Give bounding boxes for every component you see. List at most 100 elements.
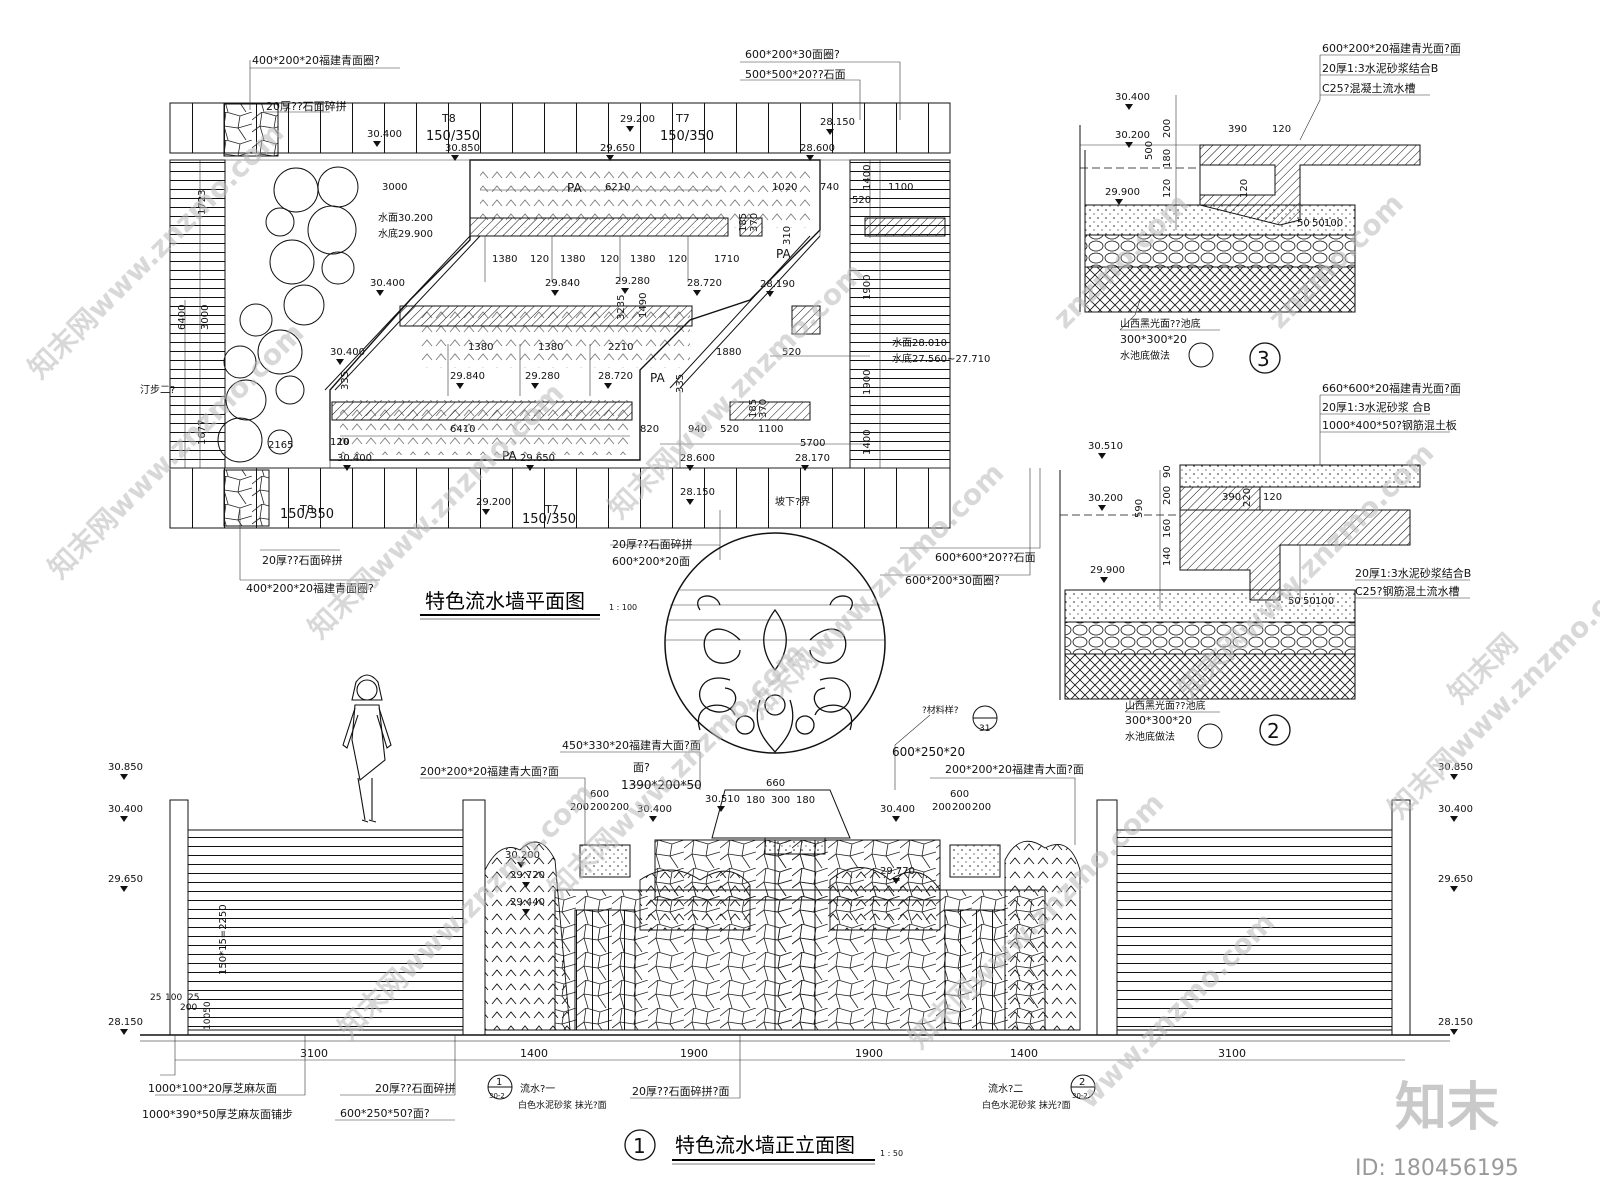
sec3-level-label: 30.400 — [1115, 92, 1150, 103]
elev-callout-text: ?材料样? — [922, 704, 959, 716]
plan-dimension-label: 5700 — [800, 438, 825, 449]
plan-elevation-label: 30.400 — [370, 278, 405, 289]
plan-dimension-label: 6210 — [605, 182, 630, 193]
plan-label-bottom-mid-1: 20厚??石面碎拼 — [612, 537, 693, 551]
elev-level-label: 28.150 — [1438, 1017, 1473, 1028]
elev-dimension-top: 200 — [570, 802, 589, 813]
plan-view: 400*200*20福建青面圈? 20厚??石面碎拼 600*200*30面圈?… — [140, 48, 1041, 620]
plan-dimension-label: 6400 — [177, 305, 188, 330]
elev-label-mid-base-2: 600*250*50?面? — [340, 1107, 430, 1120]
elev-level-label: 29.770 — [880, 866, 915, 877]
plan-label-bottom-right-1: 600*600*20??石面 — [935, 551, 1036, 564]
plan-elevation-label: 29.650 — [520, 453, 555, 464]
elev-level-label: 30.850 — [1438, 762, 1473, 773]
plan-dimension-label: 335 — [340, 371, 351, 390]
sec2-bottom-2: 300*300*20 — [1125, 714, 1192, 727]
svg-text:1 : 50: 1 : 50 — [880, 1149, 903, 1158]
plan-dimension-label: 940 — [688, 424, 707, 435]
elev-level-label: 30.400 — [108, 804, 143, 815]
sec2-dimension: 140 — [1162, 547, 1173, 566]
sec3-label-3: C25?混凝土流水槽 — [1322, 81, 1416, 95]
plan-elevation-labels: 30.400 30.850 29.200 29.650 28.150 28.600 29.8… — [330, 114, 855, 515]
sec2-dimension: 590 — [1134, 499, 1145, 518]
elev-dimension-top: 200 — [590, 802, 609, 813]
plan-pa-2: PA — [776, 247, 791, 261]
plan-dimension-label: 3000 — [382, 182, 407, 193]
plan-elevation-label: 29.200 — [476, 497, 511, 508]
plan-dimension-label: 520 — [720, 424, 739, 435]
elev-dimension-bottom: 3100 — [300, 1047, 328, 1060]
plan-elevation-label: 30.400 — [367, 129, 402, 140]
sec2-number: 2 — [1267, 719, 1280, 743]
elev-dimension-top: 200 — [610, 802, 629, 813]
sec2-level-label: 29.900 — [1090, 565, 1125, 576]
elev-center-pier — [774, 839, 816, 1031]
sec2-level-label: 30.510 — [1088, 441, 1123, 452]
elev-label-pool-2: 流水?二 — [988, 1082, 1023, 1095]
elev-cap-left — [579, 844, 631, 878]
plan-dimension-label: 3235 — [616, 295, 627, 320]
sec3-dimension: 50 — [1297, 218, 1310, 229]
plan-dimension-label: 185 — [738, 213, 749, 232]
elev-left-wall — [184, 829, 466, 1031]
elev-ref-right: 2 — [1079, 1077, 1085, 1088]
plan-wall-1 — [469, 217, 729, 237]
plan-elevation-label: 28.150 — [680, 487, 715, 498]
plan-elevation-label: 28.600 — [680, 453, 715, 464]
sec3-level-label: 30.200 — [1115, 130, 1150, 141]
plan-dimension-label: 1380 — [560, 254, 585, 265]
plan-dimension-label: 1380 — [538, 342, 563, 353]
plan-dimension-label: 6410 — [450, 424, 475, 435]
elev-cap-right — [949, 844, 1001, 878]
plan-elevation-label: 30.400 — [330, 347, 365, 358]
elev-dimension-side: 10050 — [203, 1001, 213, 1030]
plan-elevation-label: 29.650 — [600, 143, 635, 154]
sec3-dimension: 200 — [1162, 119, 1173, 138]
plan-elevation-label: 28.190 — [760, 279, 795, 290]
plan-dimension-label: 1100 — [888, 182, 913, 193]
plan-label-bottom-left-2: 400*200*20福建青面圈? — [246, 581, 374, 595]
plan-elevation-label: 28.720 — [598, 371, 633, 382]
plan-dimension-label: 10 — [337, 437, 350, 448]
sec3-bottom-3: 水池底做法 — [1120, 349, 1170, 362]
elev-label-right-tile: 200*200*20福建青大面?面 — [945, 762, 1084, 776]
elev-label-mid-base-1: 20厚??石面碎拼 — [375, 1081, 456, 1095]
elev-level-label: 29.440 — [510, 897, 545, 908]
elev-level-label: 30.400 — [1438, 804, 1473, 815]
sec3-label-1: 600*200*20福建青光面?面 — [1322, 41, 1461, 55]
sec2-dimension: 120 — [1263, 492, 1282, 503]
plan-elevation-label: 29.280 — [615, 276, 650, 287]
plan-pa-1: PA — [567, 181, 582, 195]
sec3-bottom-1: 山西黑光面??池底 — [1120, 317, 1201, 330]
plan-dimension-label: 120 — [330, 437, 349, 448]
plan-dimension-label: 1880 — [716, 347, 741, 358]
plan-label-bottom-left-1: 20厚??石面碎拼 — [262, 553, 343, 567]
sec2-label-1: 660*600*20福建青光面?面 — [1322, 381, 1461, 395]
elev-label-center-base: 20厚??石面碎拼?面 — [632, 1084, 730, 1098]
elev-title: 特色流水墙正立面图 — [675, 1133, 855, 1157]
elev-dimension-bottom: 1900 — [680, 1047, 708, 1060]
sec2-dimension: 100 — [1315, 596, 1334, 607]
elev-level-label: 29.720 — [510, 870, 545, 881]
plan-elevation-label: 29.840 — [545, 278, 580, 289]
sec2-dimension: 50 — [1288, 596, 1301, 607]
elev-label-pool-2-sub: 白色水泥砂浆 抹光?面 — [982, 1099, 1071, 1111]
svg-text:1 : 100: 1 : 100 — [609, 603, 637, 612]
plan-dimension-label: 1710 — [714, 254, 739, 265]
elev-dimension-top: 200 — [952, 802, 971, 813]
plan-elevation-label: 30.850 — [445, 143, 480, 154]
sec2-dimension: 390 — [1222, 492, 1241, 503]
plan-step-t8-top: T8 — [441, 112, 456, 125]
sec3-dimension: 50 — [1312, 218, 1325, 229]
sec2-dimension: 200 — [1162, 486, 1173, 505]
plan-dimension-label: 120 — [530, 254, 549, 265]
plan-water-level-1: 水面30.200 — [378, 212, 433, 224]
plan-title: 特色流水墙平面图 — [425, 589, 585, 613]
sec3-label-2: 20厚1:3水泥砂浆结合B — [1322, 61, 1438, 75]
elev-level-labels: 30.85030.40029.65028.15030.85030.40029.6… — [108, 762, 1473, 1035]
elev-ref-left-sub: 30-2 — [489, 1092, 505, 1100]
